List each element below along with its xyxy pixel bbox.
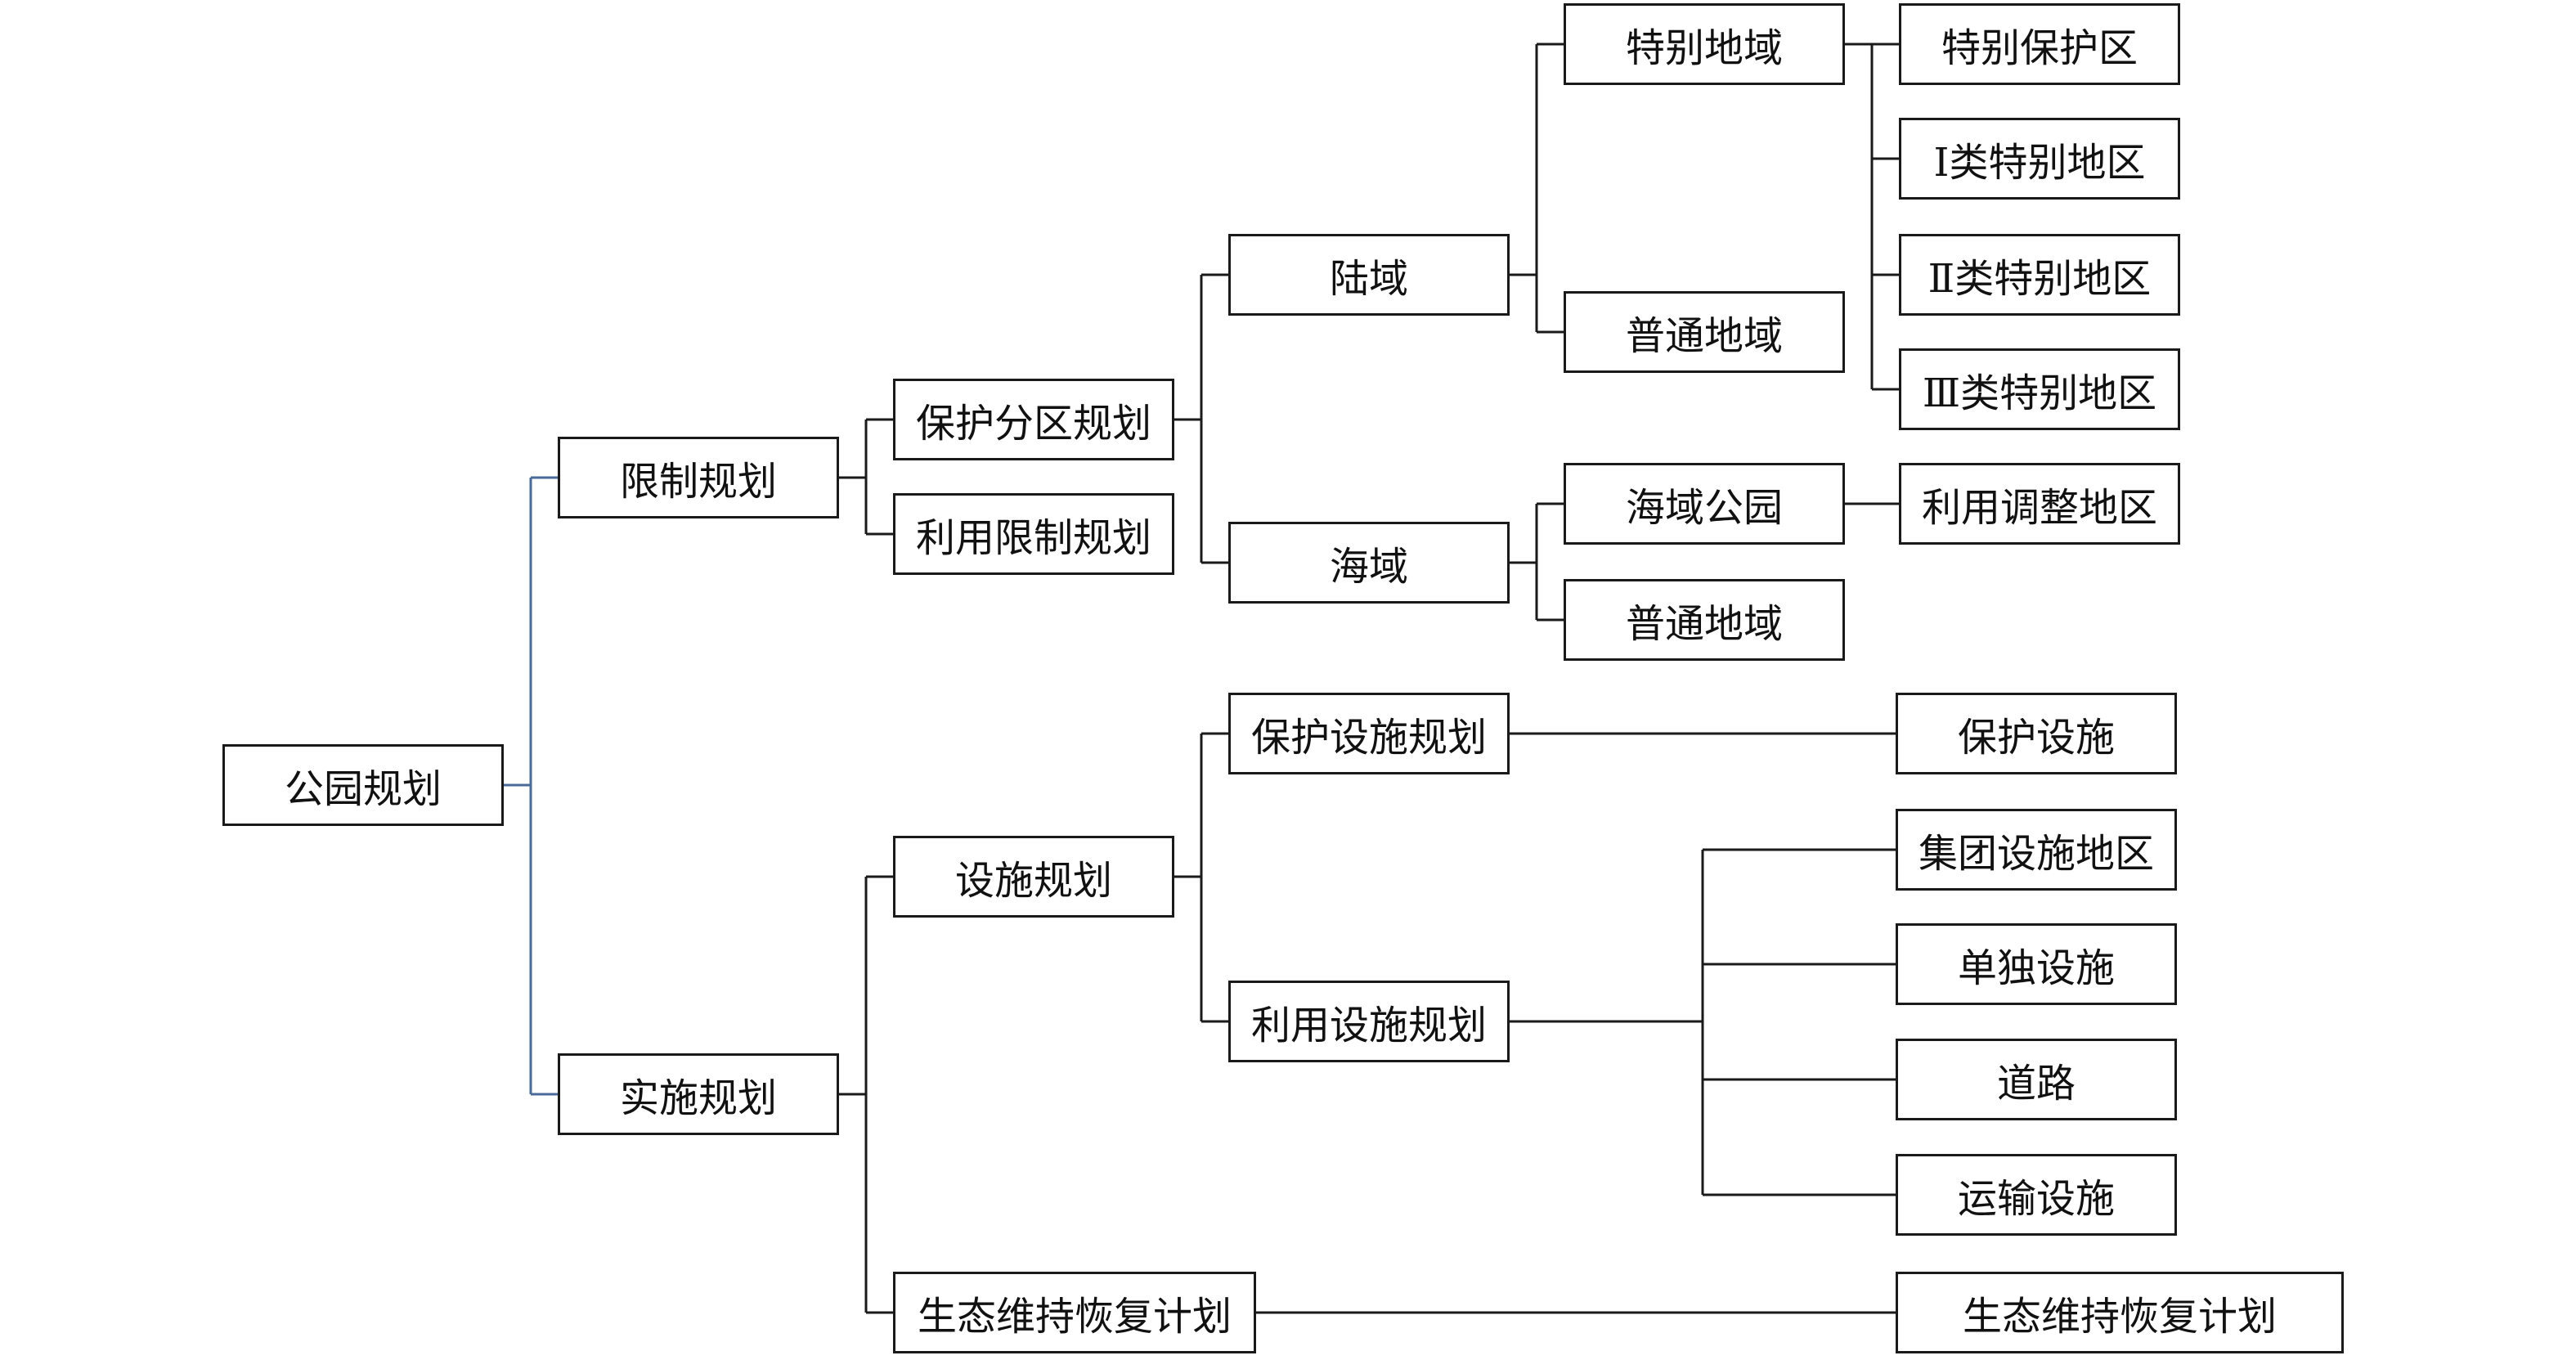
node-marine-park: 海域公园: [1564, 463, 1845, 545]
node-facility-planning: 设施规划: [893, 836, 1174, 918]
leaf-special-protection-zone: 特别保护区: [1899, 3, 2180, 85]
node-implement-planning: 实施规划: [558, 1053, 839, 1135]
node-park-planning: 公园规划: [222, 744, 504, 826]
node-eco-plan: 生态维持恢复计划: [893, 1272, 1256, 1353]
node-restrict-planning: 限制规划: [558, 437, 839, 518]
leaf-protection-facility: 保护设施: [1896, 693, 2177, 774]
node-use-limit-planning: 利用限制规划: [893, 493, 1174, 575]
node-use-facility-planning: 利用设施规划: [1228, 981, 1510, 1062]
leaf-class1-special-area: Ⅰ类特别地区: [1899, 118, 2180, 200]
leaf-transport-facility: 运输设施: [1896, 1154, 2177, 1236]
node-normal-area-sea: 普通地域: [1564, 579, 1845, 661]
node-zoning-planning: 保护分区规划: [893, 379, 1174, 460]
leaf-road: 道路: [1896, 1039, 2177, 1120]
node-normal-area-land: 普通地域: [1564, 291, 1845, 373]
node-protect-facility-planning: 保护设施规划: [1228, 693, 1510, 774]
node-sea: 海域: [1228, 522, 1510, 604]
leaf-eco-plan: 生态维持恢复计划: [1896, 1272, 2344, 1353]
node-special-area: 特别地域: [1564, 3, 1845, 85]
leaf-single-facility: 单独设施: [1896, 923, 2177, 1005]
node-land: 陆域: [1228, 234, 1510, 316]
leaf-group-facility-area: 集团设施地区: [1896, 809, 2177, 891]
leaf-use-adjustment-area: 利用调整地区: [1899, 463, 2180, 545]
leaf-class3-special-area: Ⅲ类特别地区: [1899, 348, 2180, 430]
leaf-class2-special-area: Ⅱ类特别地区: [1899, 234, 2180, 316]
